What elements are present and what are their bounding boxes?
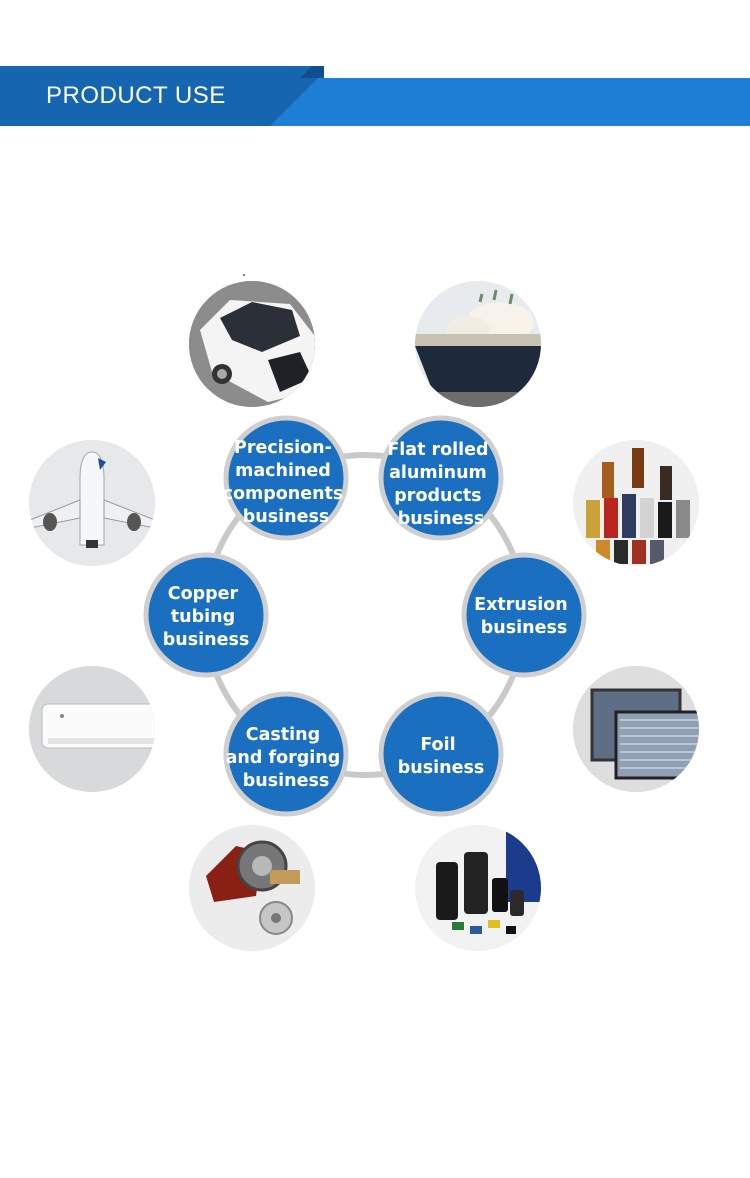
business-node-copper: Copper tubing business [143, 552, 269, 678]
business-label-precision: Precision- machined components business [223, 438, 350, 527]
business-node-casting: Casting and forging business [223, 691, 349, 817]
header-banner [0, 66, 750, 126]
radiator-icon [573, 666, 699, 792]
business-label-flat-rolled: Flat rolled aluminum products business [387, 440, 494, 529]
business-node-extrusion: Extrusion business [461, 552, 587, 678]
speck [243, 274, 245, 276]
business-label-extrusion: Extrusion business [474, 595, 574, 638]
beverage-cans-icon [573, 440, 699, 566]
air-conditioner-icon [29, 666, 155, 792]
page-title: PRODUCT USE [46, 82, 226, 109]
business-label-copper: Copper tubing business [163, 584, 250, 650]
business-node-flat-rolled: Flat rolled aluminum products business [378, 415, 504, 541]
business-node-foil: Foil business [378, 691, 504, 817]
business-label-casting: Casting and forging business [226, 725, 347, 791]
business-node-precision: Precision- machined components business [223, 415, 350, 541]
lng-ship-icon [415, 281, 541, 407]
business-label-foil: Foil business [398, 735, 485, 778]
banner-shape [0, 66, 750, 126]
turbocharger-icon [189, 825, 315, 951]
capacitor-icon [415, 825, 541, 951]
airplane-icon [29, 440, 155, 566]
car-icon [189, 281, 315, 407]
